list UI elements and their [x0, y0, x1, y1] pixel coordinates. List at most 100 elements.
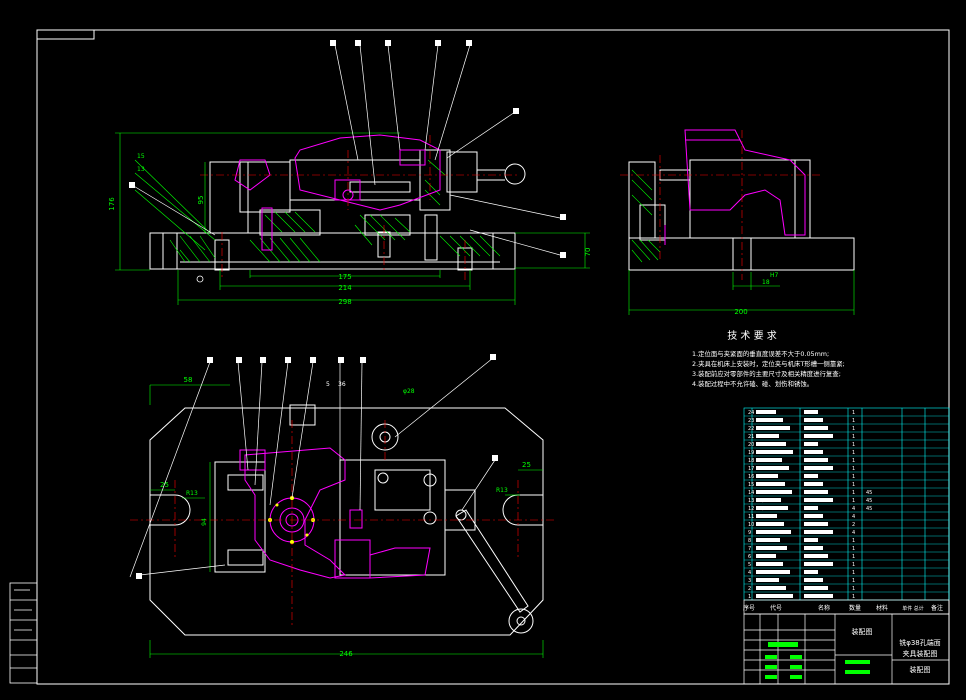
table-row-qty: 1: [852, 434, 855, 440]
table-row-qty: 1: [852, 498, 855, 504]
top-leader-tags: [136, 354, 498, 579]
table-row-name-bar: [804, 450, 823, 454]
table-row-number: 12: [748, 506, 754, 512]
side-dim-200: 200: [734, 308, 747, 316]
table-header-name: 名称: [818, 604, 830, 612]
table-row-qty: 1: [852, 410, 855, 416]
table-row-code-bar: [756, 442, 786, 446]
table-row-qty: 1: [852, 474, 855, 480]
table-row-name-bar: [804, 434, 833, 438]
table-row-number: 3: [748, 578, 751, 584]
table-row-number: 22: [748, 426, 754, 432]
table-row-code-bar: [756, 522, 784, 526]
table-row-name-bar: [804, 554, 828, 558]
title-doc-type: 装配图: [910, 665, 931, 674]
drawing-frame: [36, 29, 950, 685]
table-row-name-bar: [804, 498, 833, 502]
front-dim-214: 214: [338, 284, 352, 292]
table-row-name-bar: [804, 506, 818, 510]
table-row-qty: 1: [852, 482, 855, 488]
title-line2: 夹具装配图: [903, 649, 938, 658]
table-header-no: 序号: [743, 604, 755, 612]
front-dim-298: 298: [338, 298, 351, 306]
table-row-qty: 1: [852, 426, 855, 432]
top-dimensions: [149, 384, 544, 658]
table-row-code-bar: [756, 434, 779, 438]
table-row-code-bar: [756, 418, 783, 422]
table-row-qty: 1: [852, 442, 855, 448]
table-row-qty: 1: [852, 490, 855, 496]
table-header-code: 代号: [770, 604, 782, 612]
table-row-name-bar: [804, 538, 818, 542]
table-row-qty: 1: [852, 450, 855, 456]
top-view: 58 246 25 25 R13 R13 94 φ28 36 5: [129, 354, 555, 658]
table-row-number: 24: [748, 410, 754, 416]
tech-title: 技 术 要 求: [727, 329, 777, 342]
table-row-code-bar: [756, 498, 781, 502]
table-row-code-bar: [756, 514, 777, 518]
table-row-number: 15: [748, 482, 754, 488]
table-row-number: 17: [748, 466, 754, 472]
table-row-number: 14: [748, 490, 754, 496]
top-dim-angle: 36: [338, 381, 346, 388]
table-row-code-bar: [756, 546, 787, 550]
table-row-number: 19: [748, 450, 754, 456]
table-row-qty: 1: [852, 578, 855, 584]
table-row-qty: 1: [852, 538, 855, 544]
tech-item-1: 1.定位面与夹紧面的垂直度误差不大于0.05mm;: [692, 349, 829, 358]
table-row-name-bar: [804, 578, 823, 582]
table-row-number: 7: [748, 546, 751, 552]
table-row-code-bar: [756, 410, 776, 414]
front-dim-95: 95: [197, 196, 205, 205]
table-row-name-bar: [804, 474, 818, 478]
top-dim-s5: 5: [326, 381, 330, 388]
table-row-name-bar: [804, 522, 828, 526]
title-line1: 铣φ38孔端面: [899, 638, 941, 647]
table-row-number: 8: [748, 538, 751, 544]
table-row-name-bar: [804, 466, 833, 470]
top-centerlines: [130, 420, 555, 625]
table-row-code-bar: [756, 570, 790, 574]
table-row-qty: 1: [852, 546, 855, 552]
front-dim-176: 176: [108, 197, 116, 211]
table-row-qty: 1: [852, 562, 855, 568]
table-row-qty: 1: [852, 458, 855, 464]
table-row-name-bar: [804, 418, 823, 422]
top-dim-r13-left: R13: [186, 490, 198, 497]
side-stamp: [9, 582, 38, 684]
table-row-number: 16: [748, 474, 754, 480]
table-row-material: 45: [866, 506, 872, 512]
table-row-code-bar: [756, 586, 786, 590]
table-row-code-bar: [756, 490, 792, 494]
front-view: 175 214 298 176 95 70 15 13: [108, 40, 592, 306]
table-row-number: 6: [748, 554, 751, 560]
table-row-name-bar: [804, 458, 828, 462]
table-row-code-bar: [756, 426, 790, 430]
table-row-code-bar: [756, 482, 785, 486]
tech-requirements: 技 术 要 求 1.定位面与夹紧面的垂直度误差不大于0.05mm; 2.夹具在机…: [692, 329, 845, 388]
top-dim-25-right: 25: [522, 461, 531, 469]
datum-symbol: [196, 275, 204, 283]
top-fixture-parts: [239, 447, 431, 579]
table-row-number: 2: [748, 586, 751, 592]
table-row-name-bar: [804, 442, 818, 446]
table-row-qty: 4: [852, 530, 855, 536]
table-row-code-bar: [756, 506, 788, 510]
front-dimensions: [115, 132, 590, 305]
table-header-qty: 数量: [849, 604, 861, 612]
table-row-code-bar: [756, 594, 793, 598]
table-row-name-bar: [804, 490, 828, 494]
table-row-code-bar: [756, 458, 782, 462]
top-dim-246: 246: [339, 650, 353, 658]
table-row-code-bar: [756, 450, 793, 454]
table-row-qty: 1: [852, 418, 855, 424]
table-row-code-bar: [756, 474, 778, 478]
front-dim-70: 70: [584, 248, 592, 257]
table-row-number: 13: [748, 498, 754, 504]
table-row-code-bar: [756, 554, 776, 558]
table-row-name-bar: [804, 586, 828, 590]
table-row-number: 1: [748, 594, 751, 600]
top-dim-94: 94: [201, 518, 208, 526]
table-row-qty: 1: [852, 466, 855, 472]
